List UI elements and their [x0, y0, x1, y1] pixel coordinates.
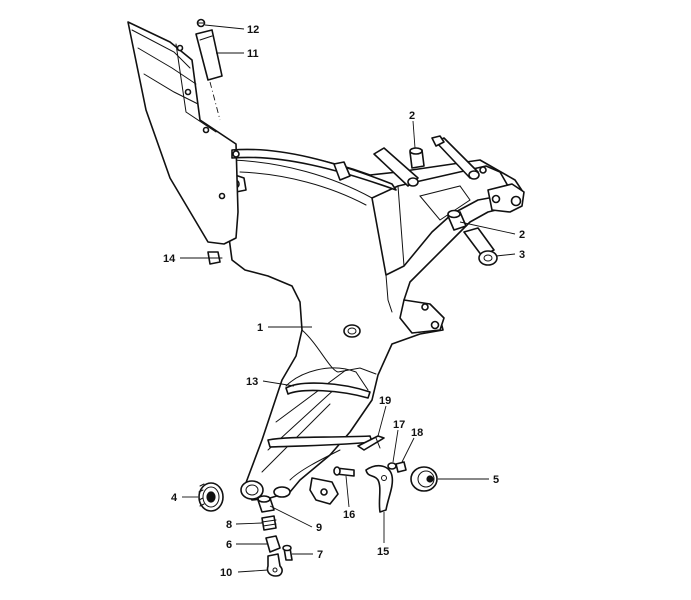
leg-shield-panel	[127, 21, 239, 245]
part-18-nut	[395, 461, 407, 473]
callout-16: 16	[343, 509, 355, 521]
part-8-spring	[261, 515, 277, 531]
part-7-screw	[282, 544, 293, 561]
part-5-cap	[410, 466, 438, 492]
callout-9: 9	[316, 522, 322, 534]
callout-17: 17	[393, 419, 405, 431]
callout-11: 11	[247, 48, 259, 60]
part-4-threaded-cup	[198, 482, 224, 512]
part-19-link-rod	[357, 435, 385, 451]
headstock-crossbar	[231, 135, 480, 191]
callout-7: 7	[317, 549, 323, 561]
part-2-bushing-top	[409, 147, 425, 169]
part-17-washer	[387, 462, 397, 470]
frame-body	[227, 150, 525, 505]
leader-lines	[180, 24, 516, 573]
callout-8: 8	[226, 519, 232, 531]
part-10-clip	[266, 553, 283, 577]
assembly-guide-line	[209, 81, 221, 121]
callout-19: 19	[379, 395, 391, 407]
callout-15: 15	[377, 546, 389, 558]
callout-10: 10	[220, 567, 232, 579]
part-6-nut	[265, 535, 281, 553]
callout-2-right: 2	[519, 229, 525, 241]
part-16-bolt	[333, 466, 355, 477]
callout-12: 12	[247, 24, 259, 36]
part-11-plate	[195, 29, 223, 81]
part-9-bush	[257, 495, 275, 513]
callout-18: 18	[411, 427, 423, 439]
part-14-bolt	[205, 251, 223, 265]
callout-13: 13	[246, 376, 258, 388]
callout-1: 1	[257, 322, 263, 334]
part-15-latch-plate	[365, 464, 394, 513]
callout-5: 5	[493, 474, 499, 486]
callout-2-top: 2	[409, 110, 415, 122]
callout-labels: 12 11 2 2 3 14 1 13 4 5 8 9 6 7 10 16 15…	[163, 24, 525, 579]
part-3-pin	[463, 227, 498, 266]
callout-6: 6	[226, 539, 232, 551]
callout-4: 4	[171, 492, 178, 504]
part-12-screw	[196, 18, 206, 28]
callout-14: 14	[163, 253, 176, 265]
part-2-bushing-right	[447, 209, 467, 231]
callout-3: 3	[519, 249, 525, 261]
